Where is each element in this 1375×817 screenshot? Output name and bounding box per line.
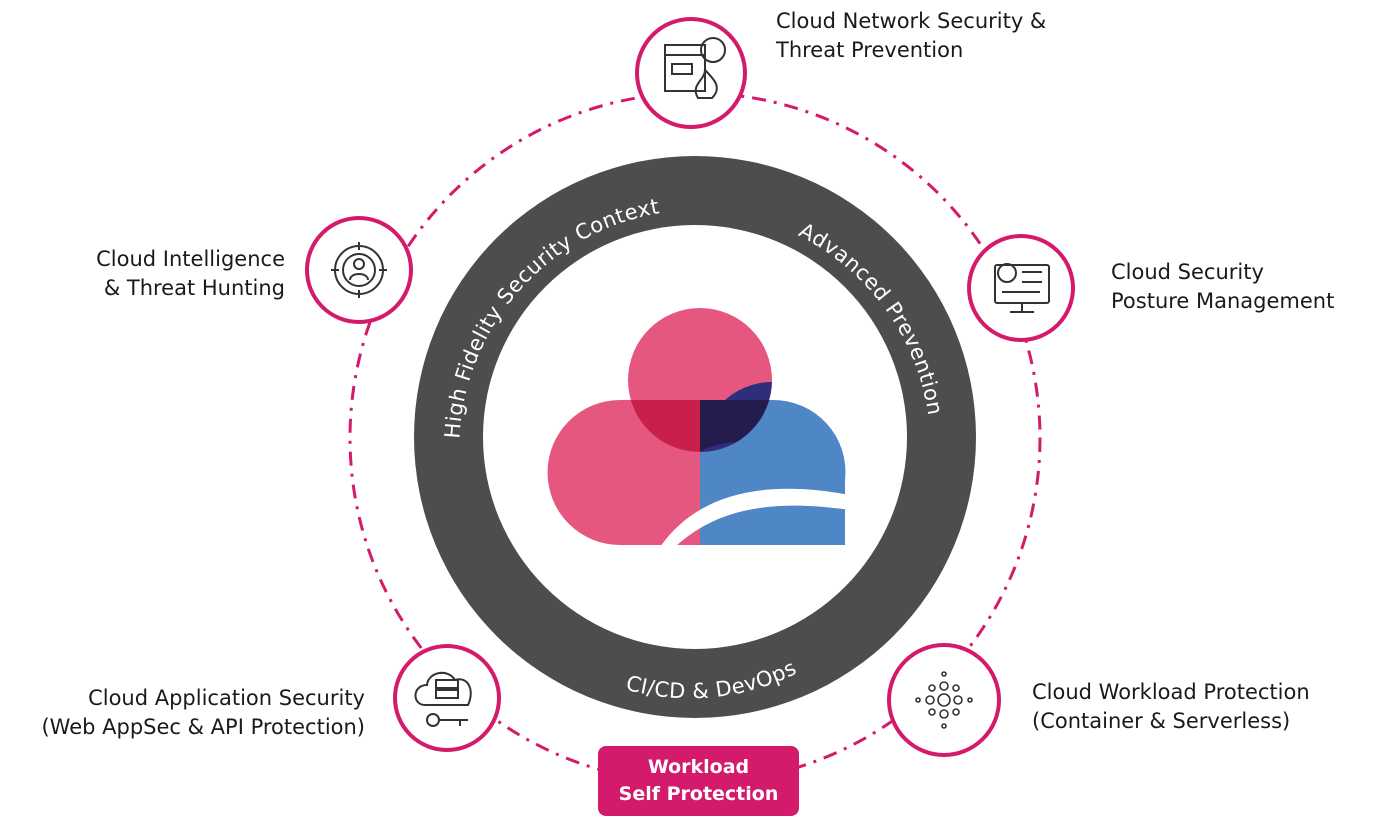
node-intel bbox=[305, 216, 413, 324]
monitor-dashboard-icon bbox=[994, 263, 1050, 313]
label-network-line2: Threat Prevention bbox=[776, 38, 964, 62]
label-appsec-line2: (Web AppSec & API Protection) bbox=[41, 715, 365, 739]
label-posture: Cloud Security Posture Management bbox=[1111, 258, 1334, 316]
label-appsec: Cloud Application Security (Web AppSec &… bbox=[41, 684, 365, 742]
label-workload: Cloud Workload Protection (Container & S… bbox=[1032, 678, 1310, 736]
node-appsec bbox=[393, 644, 501, 752]
node-posture bbox=[967, 234, 1075, 342]
label-intel-line2: & Threat Hunting bbox=[103, 276, 285, 300]
label-intel: Cloud Intelligence & Threat Hunting bbox=[96, 245, 285, 303]
workload-self-protection-badge: Workload Self Protection bbox=[598, 746, 799, 816]
label-posture-line2: Posture Management bbox=[1111, 289, 1335, 313]
label-network: Cloud Network Security & Threat Preventi… bbox=[776, 7, 1046, 65]
firewall-globe-icon bbox=[664, 37, 726, 99]
label-workload-line2: (Container & Serverless) bbox=[1032, 709, 1291, 733]
badge-line2: Self Protection bbox=[618, 783, 779, 805]
target-person-icon bbox=[331, 242, 387, 298]
label-network-line1: Cloud Network Security & bbox=[776, 9, 1047, 33]
node-workload bbox=[887, 643, 1001, 757]
cloud-logo bbox=[547, 308, 850, 547]
cloud-server-key-icon bbox=[414, 671, 472, 727]
label-appsec-line1: Cloud Application Security bbox=[88, 686, 365, 710]
label-workload-line1: Cloud Workload Protection bbox=[1032, 680, 1310, 704]
badge-line1: Workload bbox=[647, 756, 750, 778]
label-intel-line1: Cloud Intelligence bbox=[96, 247, 285, 271]
container-dots-icon bbox=[915, 671, 973, 729]
label-posture-line1: Cloud Security bbox=[1111, 260, 1264, 284]
node-network bbox=[635, 17, 747, 129]
